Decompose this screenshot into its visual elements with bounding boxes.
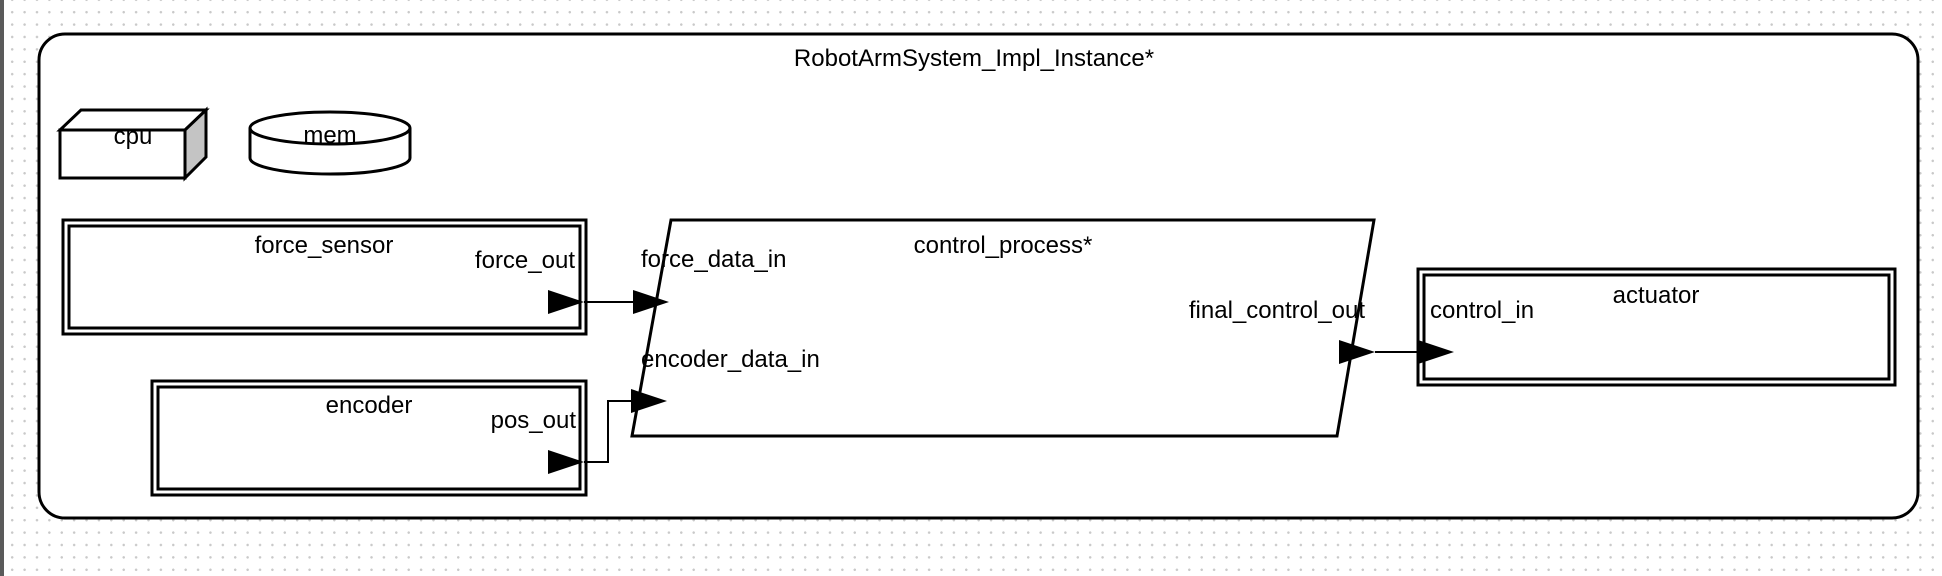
final-control-out-port[interactable] [1339,340,1375,364]
system-title: RobotArmSystem_Impl_Instance* [794,45,1154,72]
cpu-label: cpu [114,123,153,150]
encoder-label: encoder [326,392,413,419]
control-process-label: control_process* [914,232,1093,259]
pos-out-port[interactable] [548,450,584,474]
force-sensor-inner [67,224,582,330]
final-control-out-label: final_control_out [1189,297,1365,324]
actuator-label: actuator [1613,282,1700,309]
encoder-device[interactable]: encoder pos_out [150,379,588,497]
mem-memory[interactable]: mem [248,110,412,176]
control-process-body [630,218,1376,438]
force-data-in-label: force_data_in [641,246,786,273]
force-out-label: force_out [475,247,575,274]
mem-label: mem [303,122,356,149]
control-in-label: control_in [1430,297,1534,324]
cpu-processor[interactable]: cpu [56,106,210,182]
actuator-inner [1422,273,1891,381]
encoder-outer [150,379,588,497]
actuator-outer [1416,267,1897,387]
encoder-data-in-label: encoder_data_in [641,346,820,373]
encoder-inner [156,385,582,491]
force-data-in-port[interactable] [633,290,669,314]
connection-encoder[interactable] [584,400,631,463]
force-out-port[interactable] [548,290,584,314]
force-sensor-device[interactable]: force_sensor force_out [61,218,588,336]
mem-top [248,110,412,146]
cpu-front-face [58,128,187,180]
control-in-port[interactable] [1418,340,1454,364]
control-process[interactable]: control_process* force_data_in encoder_d… [630,218,1376,438]
encoder-data-in-port[interactable] [631,389,667,413]
actuator-device[interactable]: actuator control_in [1416,267,1897,387]
force-sensor-outer [61,218,588,336]
force-sensor-label: force_sensor [255,232,394,259]
pos-out-label: pos_out [491,407,577,434]
window-left-border [0,0,4,576]
